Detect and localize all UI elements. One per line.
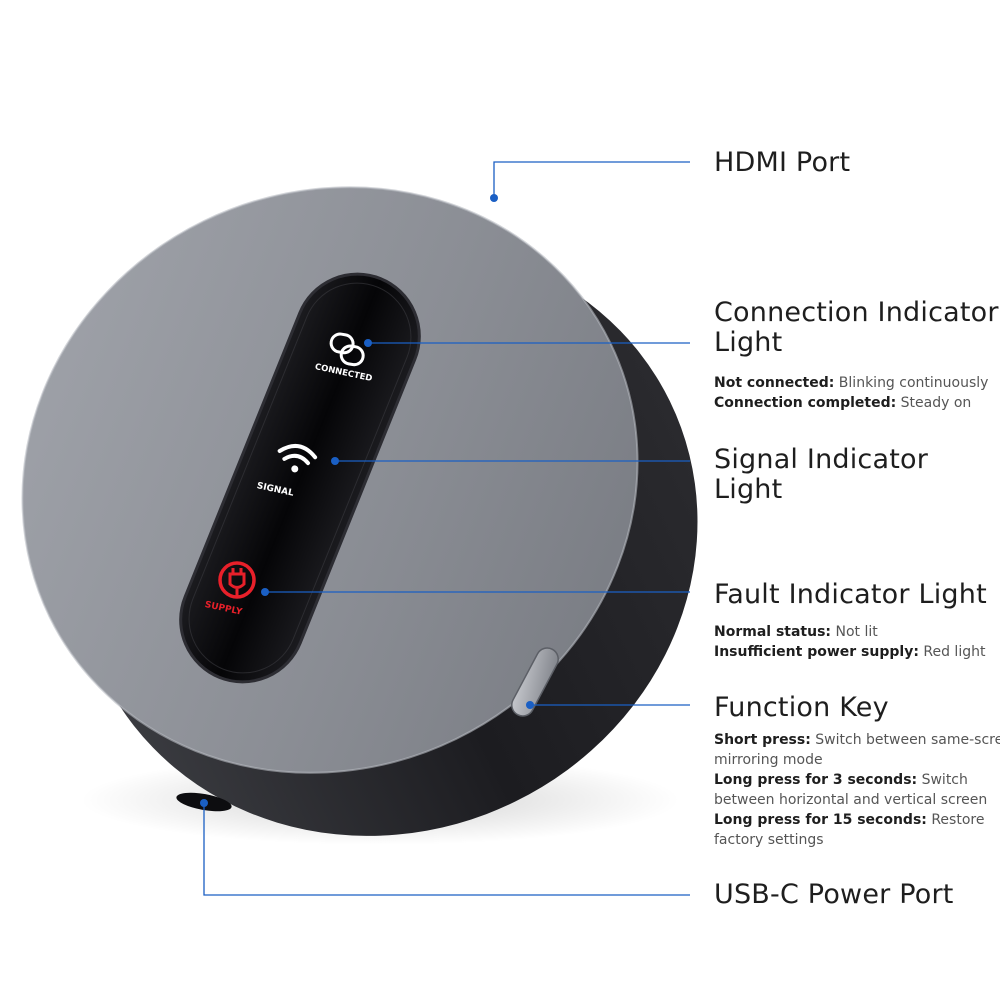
detail-line: Long press for 3 seconds: Switch	[714, 772, 968, 788]
callout-fault-details: Normal status: Not lit Insufficient powe…	[714, 622, 985, 662]
leader-lines	[203, 161, 690, 896]
callout-signal-title: Signal Indicator Light	[714, 444, 929, 505]
detail-line: Short press: Switch between same-screen/	[714, 732, 1000, 748]
callout-connection-title-line2: Light	[714, 327, 783, 358]
detail-line: Long press for 15 seconds: Restore	[714, 812, 985, 828]
detail-line: factory settings	[714, 832, 824, 848]
function-key	[511, 647, 559, 717]
device-top-face	[21, 186, 639, 774]
callout-hdmi-title: HDMI Port	[714, 147, 851, 178]
detail-line: Normal status: Not lit	[714, 624, 878, 640]
link-icon	[329, 332, 365, 367]
callout-connection-title: Connection Indicator Light	[714, 298, 999, 358]
detail-line: mirroring mode	[714, 752, 823, 768]
detail-line: Connection completed: Steady on	[714, 395, 972, 411]
leader-dots	[200, 194, 534, 807]
detail-line: between horizontal and vertical screen	[714, 792, 988, 808]
leader-hdmi	[493, 161, 690, 198]
callout-connection-details: Not connected: Blinking continuously Con…	[714, 373, 988, 413]
indicator-panel	[179, 272, 421, 684]
detail-line: Insufficient power supply: Red light	[714, 644, 986, 660]
wifi-icon	[277, 443, 318, 473]
callout-function-details: Short press: Switch between same-screen/…	[714, 730, 1000, 850]
leader-usbc	[203, 803, 690, 896]
callout-usbc-title: USB-C Power Port	[714, 879, 954, 910]
callout-connection-title-line1: Connection Indicator	[714, 297, 999, 328]
callout-function-title: Function Key	[714, 692, 889, 723]
callout-fault-title: Fault Indicator Light	[714, 579, 987, 610]
plug-icon	[218, 561, 256, 599]
detail-line: Not connected: Blinking continuously	[714, 375, 989, 391]
